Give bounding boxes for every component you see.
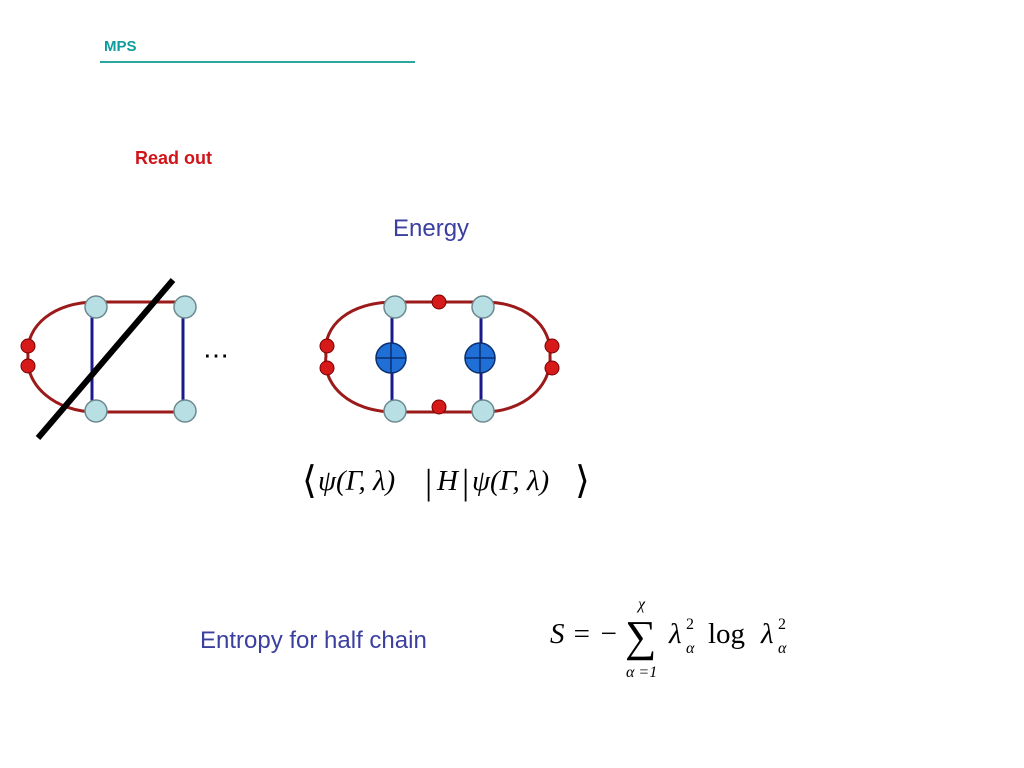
energy-red-node-bottom-mid — [431, 399, 447, 415]
left-node-top-1 — [84, 295, 108, 319]
left-node-bottom-1 — [84, 399, 108, 423]
bar-right: | — [462, 462, 469, 502]
left-mps-diagram — [20, 278, 197, 440]
slide-title: MPS — [104, 38, 137, 55]
energy-diagram-loop — [324, 300, 552, 414]
energy-label: Energy — [393, 215, 470, 242]
energy-red-node-left-bottom — [319, 360, 335, 376]
left-node-top-2 — [173, 295, 197, 319]
left-node-bottom-2 — [173, 399, 197, 423]
operator-node-1 — [375, 342, 407, 374]
energy-red-node-right-bottom — [544, 360, 560, 376]
entropy-lhs: S = − — [550, 618, 618, 650]
sum-upper-limit: χ — [636, 596, 646, 613]
energy-red-node-top-mid — [431, 294, 447, 310]
expectation-formula: ⟨ ψ(Γ, λ) | H | ψ(Γ, λ) ⟩ — [302, 460, 590, 502]
operator-node-2 — [464, 342, 496, 374]
left-red-node-top — [20, 338, 36, 354]
lambda-2-subscript: α — [778, 640, 787, 657]
lambda-2-superscript: 2 — [778, 616, 786, 633]
title-underline — [100, 61, 415, 63]
energy-node-bottom-1 — [383, 399, 407, 423]
lambda-1: λ — [668, 618, 682, 650]
ket-state: ψ(Γ, λ) — [472, 465, 549, 497]
energy-node-bottom-2 — [471, 399, 495, 423]
energy-red-node-left-top — [319, 338, 335, 354]
ellipsis: ⋯ — [203, 341, 229, 370]
entropy-formula: S = − ∑ χ α =1 λ 2 α log λ 2 α — [550, 596, 787, 681]
hamiltonian-operator: H — [436, 465, 460, 497]
lambda-1-subscript: α — [686, 640, 695, 657]
sum-lower-limit: α =1 — [626, 664, 657, 681]
entropy-label: Entropy for half chain — [200, 627, 427, 654]
energy-diagram — [319, 294, 560, 423]
log-function: log — [708, 618, 745, 650]
left-red-node-bottom — [20, 358, 36, 374]
bra-state: ψ(Γ, λ) — [318, 465, 395, 497]
left-angle-bracket: ⟨ — [302, 460, 317, 502]
bar-left: | — [425, 462, 432, 502]
lambda-1-superscript: 2 — [686, 616, 694, 633]
cut-line — [35, 278, 176, 440]
energy-red-node-right-top — [544, 338, 560, 354]
read-out-heading: Read out — [135, 148, 213, 168]
energy-node-top-1 — [383, 295, 407, 319]
energy-node-top-2 — [471, 295, 495, 319]
sum-symbol: ∑ — [625, 612, 656, 661]
right-angle-bracket: ⟩ — [575, 460, 590, 502]
lambda-2: λ — [760, 618, 774, 650]
